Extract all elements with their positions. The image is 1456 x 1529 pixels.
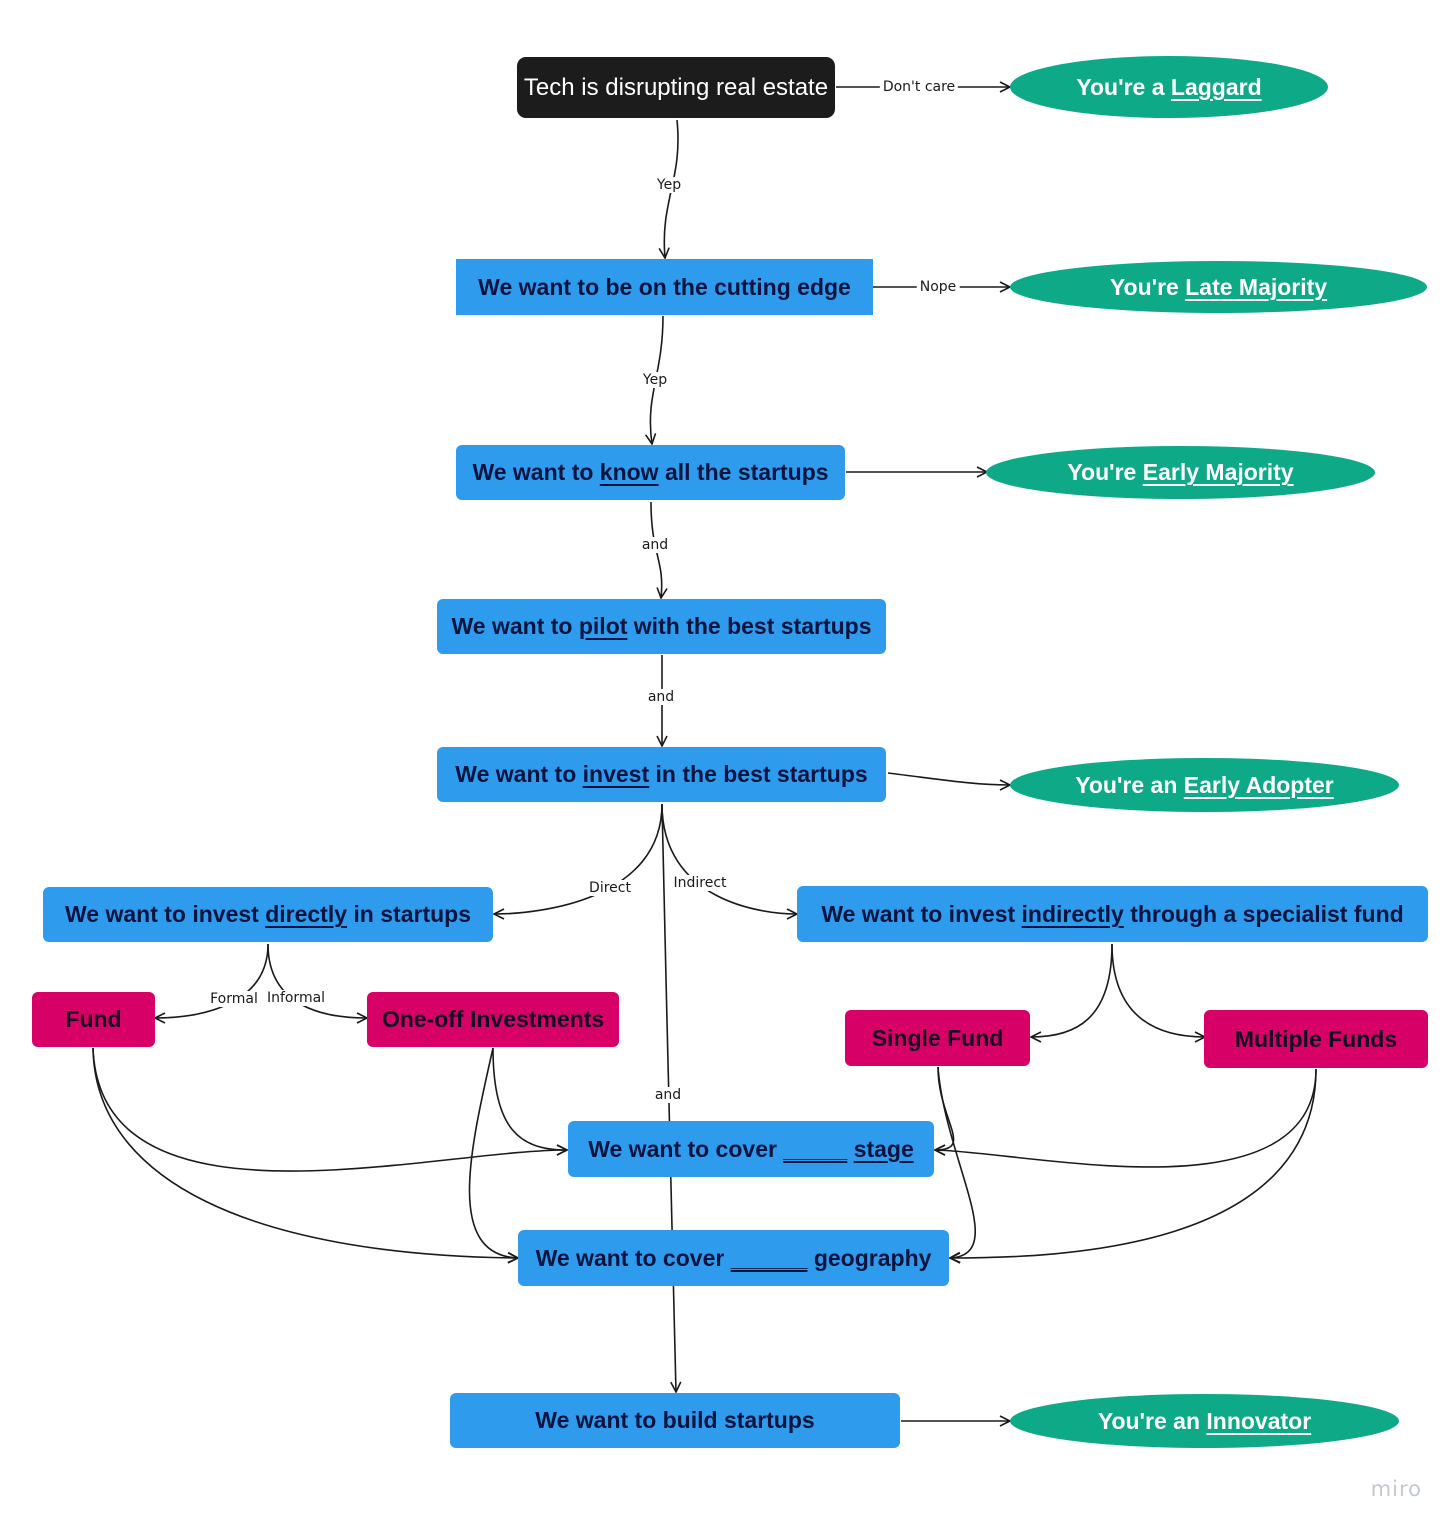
edge-single-geography bbox=[937, 1066, 976, 1258]
node-cover-stage[interactable]: We want to cover _____ stage bbox=[568, 1121, 934, 1177]
node-build-startups[interactable]: We want to build startups bbox=[450, 1393, 900, 1448]
edge-direct-oneoff bbox=[267, 943, 367, 1018]
outcome-term: Late Majority bbox=[1185, 273, 1328, 300]
node-label: Multiple Funds bbox=[1234, 1025, 1398, 1052]
node-cutting-edge[interactable]: We want to be on the cutting edge bbox=[456, 259, 873, 315]
outcome-early-majority[interactable]: You're Early Majority bbox=[986, 446, 1375, 499]
edge-multiple-geography bbox=[950, 1068, 1317, 1258]
node-cover-geography[interactable]: We want to cover ______ geography bbox=[518, 1230, 949, 1286]
node-invest-directly[interactable]: We want to invest directly in startups bbox=[43, 887, 493, 942]
node-tech-disrupting[interactable]: Tech is disrupting real estate bbox=[517, 57, 835, 118]
edge-multiple-stage bbox=[935, 1068, 1317, 1168]
edge-invest-indirect bbox=[661, 803, 797, 914]
node-suffix: all the startups bbox=[658, 459, 829, 485]
node-keyword: invest bbox=[582, 761, 650, 787]
node-label: Single Fund bbox=[871, 1024, 1004, 1051]
outcome-term: Laggard bbox=[1170, 73, 1262, 100]
node-suffix: geography bbox=[807, 1244, 932, 1271]
outcome-prefix: You're an bbox=[1097, 1407, 1207, 1434]
node-keyword: know bbox=[599, 459, 659, 485]
node-prefix: We want to cover bbox=[588, 1135, 784, 1162]
node-label: Fund bbox=[65, 1006, 122, 1032]
node-prefix: We want to invest bbox=[821, 900, 1022, 927]
edge-invest-early-adopter bbox=[887, 772, 1010, 785]
edge-label-nope: Nope bbox=[916, 279, 960, 295]
edge-indirect-multiple bbox=[1111, 943, 1205, 1037]
outcome-term: Early Majority bbox=[1142, 459, 1294, 485]
node-label: We want to build startups bbox=[535, 1407, 815, 1433]
edge-fund-stage bbox=[92, 1047, 567, 1172]
node-keyword: stage bbox=[853, 1135, 914, 1162]
edge-label-and: and bbox=[644, 689, 678, 705]
node-single-fund[interactable]: Single Fund bbox=[845, 1010, 1030, 1066]
edge-label-yep: Yep bbox=[639, 372, 671, 388]
node-invest-indirectly[interactable]: We want to invest indirectly through a s… bbox=[797, 886, 1428, 942]
outcome-prefix: You're bbox=[1067, 459, 1143, 485]
node-know-startups[interactable]: We want to know all the startups bbox=[456, 445, 845, 500]
outcome-term: Early Adopter bbox=[1183, 771, 1334, 798]
outcome-early-adopter[interactable]: You're an Early Adopter bbox=[1010, 758, 1399, 812]
node-blank: ______ bbox=[730, 1244, 808, 1271]
node-keyword: directly bbox=[265, 901, 348, 927]
edge-label-indirect: Indirect bbox=[670, 875, 730, 891]
node-pilot-startups[interactable]: We want to pilot with the best startups bbox=[437, 599, 886, 654]
edge-indirect-single bbox=[1031, 943, 1113, 1037]
node-blank: _____ bbox=[783, 1135, 848, 1162]
node-fund[interactable]: Fund bbox=[32, 992, 155, 1047]
node-prefix: We want to bbox=[451, 613, 579, 639]
node-multiple-funds[interactable]: Multiple Funds bbox=[1204, 1010, 1428, 1068]
node-prefix: We want to invest bbox=[64, 901, 266, 927]
node-suffix: through a specialist fund bbox=[1123, 900, 1404, 927]
outcome-late-majority[interactable]: You're Late Majority bbox=[1010, 261, 1427, 313]
outcome-laggard[interactable]: You're a Laggard bbox=[1010, 56, 1328, 118]
edge-oneoff-geography bbox=[468, 1047, 519, 1258]
node-invest-startups[interactable]: We want to invest in the best startups bbox=[437, 747, 886, 802]
edge-invest-direct bbox=[494, 803, 663, 914]
node-keyword: indirectly bbox=[1021, 900, 1124, 927]
outcome-prefix: You're bbox=[1109, 273, 1186, 300]
edge-label-and: and bbox=[651, 1087, 685, 1103]
edge-know-pilot bbox=[650, 501, 662, 598]
node-label: One-off Investments bbox=[381, 1006, 605, 1032]
outcome-innovator[interactable]: You're an Innovator bbox=[1010, 1394, 1399, 1448]
edge-fund-geography bbox=[92, 1047, 518, 1258]
node-one-off-investments[interactable]: One-off Investments bbox=[367, 992, 619, 1047]
node-prefix: We want to bbox=[455, 761, 583, 787]
edge-label-and: and bbox=[638, 537, 672, 553]
node-prefix: We want to cover bbox=[535, 1244, 731, 1271]
node-suffix: with the best startups bbox=[627, 613, 872, 639]
node-label: Tech is disrupting real estate bbox=[523, 73, 829, 101]
edge-label-dont-care: Don't care bbox=[879, 79, 959, 95]
outcome-term: Innovator bbox=[1206, 1407, 1312, 1434]
miro-watermark: miro bbox=[1370, 1477, 1422, 1501]
node-suffix: in the best startups bbox=[649, 761, 868, 787]
node-keyword: pilot bbox=[578, 613, 628, 639]
edge-oneoff-stage bbox=[492, 1047, 567, 1150]
outcome-prefix: You're an bbox=[1075, 771, 1184, 798]
edge-label-informal: Informal bbox=[263, 990, 329, 1006]
node-label: We want to be on the cutting edge bbox=[478, 273, 851, 300]
edge-label-yep: Yep bbox=[653, 177, 685, 193]
node-suffix: in startups bbox=[347, 901, 471, 927]
edge-label-formal: Formal bbox=[207, 991, 261, 1007]
node-prefix: We want to bbox=[472, 459, 600, 485]
edge-label-direct: Direct bbox=[586, 880, 634, 896]
outcome-prefix: You're a bbox=[1076, 73, 1171, 100]
